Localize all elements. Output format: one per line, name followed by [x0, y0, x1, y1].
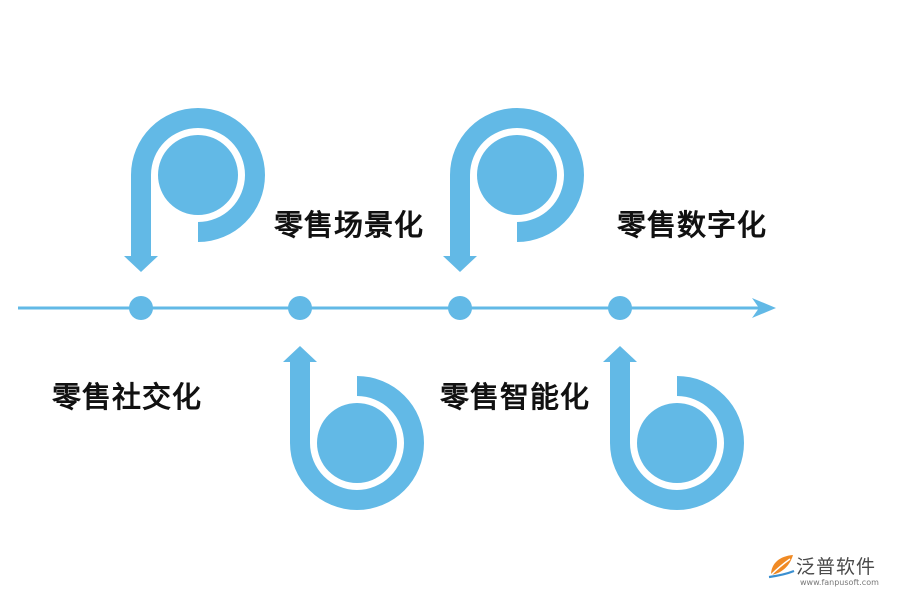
- stage-label-4: 零售数字化: [617, 208, 768, 242]
- stage-dot-1: [129, 296, 153, 320]
- stage-dot-3: [448, 296, 472, 320]
- brand-url: www.fanpusoft.com: [800, 578, 879, 587]
- stage-label-2: 零售场景化: [274, 208, 425, 242]
- stage-dot-2: [288, 296, 312, 320]
- leaf-logo-icon: [768, 554, 795, 578]
- timeline-arrowhead: [752, 298, 776, 318]
- brand-logo: 泛普软件: [768, 552, 876, 579]
- b-symbol-1: [283, 346, 424, 510]
- p-symbol-2: [443, 108, 584, 272]
- b-symbol-2: [603, 346, 744, 510]
- stage-dot-4: [608, 296, 632, 320]
- p-symbol-1: [124, 108, 265, 272]
- brand-name: 泛普软件: [796, 556, 877, 578]
- stage-label-1: 零售社交化: [52, 380, 203, 414]
- stage-label-3: 零售智能化: [440, 380, 591, 414]
